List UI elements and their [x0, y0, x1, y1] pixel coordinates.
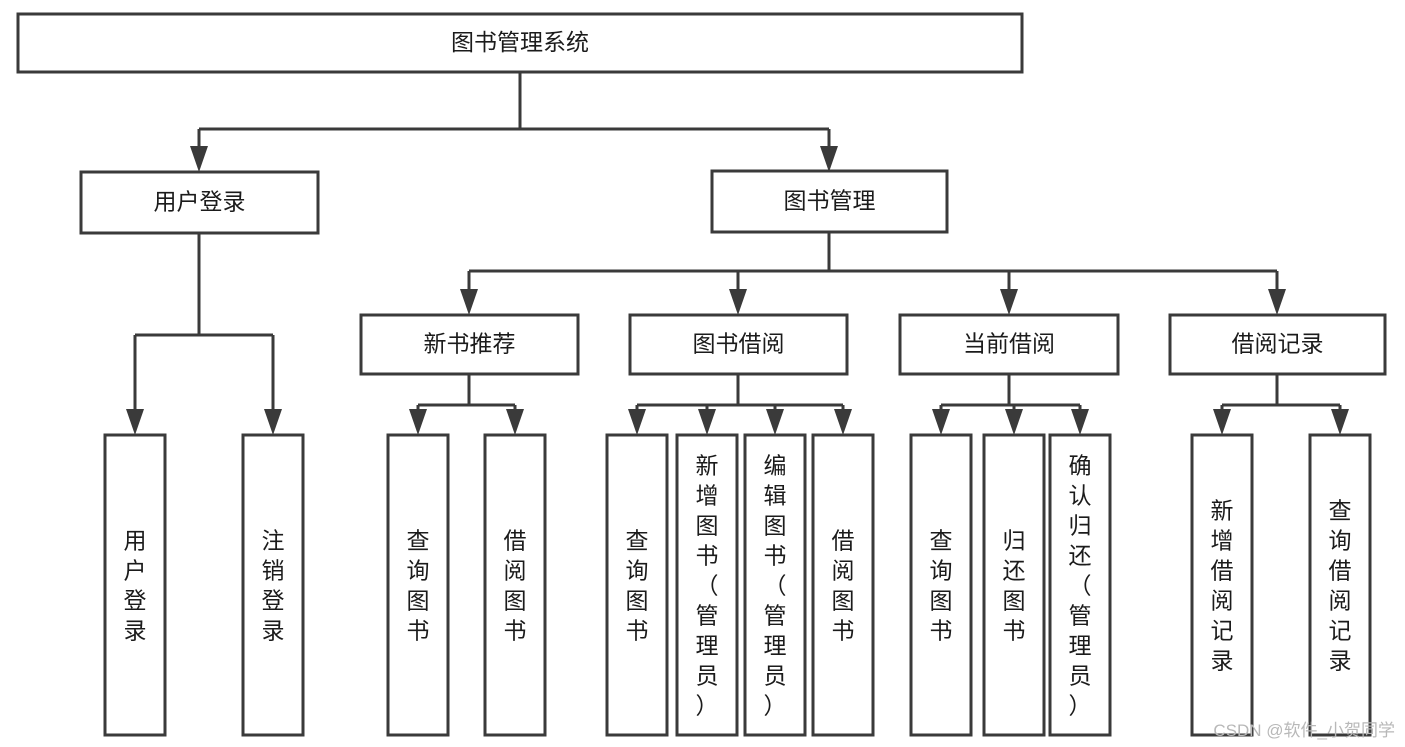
node-user-login[interactable]: 用户登录: [79, 170, 320, 235]
node-book-borrow[interactable]: 图书借阅: [628, 313, 849, 376]
node-root-system-label: 图书管理系统: [451, 29, 589, 55]
node-leaf-confirm-return-admin[interactable]: 确认归还（管理员）: [1048, 433, 1112, 737]
node-new-book-recommend[interactable]: 新书推荐: [359, 313, 580, 376]
node-leaf-confirm-return-admin-box[interactable]: [1048, 433, 1112, 737]
node-leaf-user-login[interactable]: 用户登录: [103, 433, 167, 737]
book-management-arrow-2: [1000, 289, 1018, 315]
node-leaf-borrow-books-rec[interactable]: 借阅图书: [483, 433, 547, 737]
node-leaf-query-books-rec-box[interactable]: [386, 433, 450, 737]
node-book-management-label: 图书管理: [784, 188, 876, 214]
nodes-layer: 图书管理系统用户登录图书管理新书推荐图书借阅当前借阅借阅记录用户登录注销登录查询…: [16, 12, 1387, 737]
node-leaf-borrow-books-bb[interactable]: 借阅图书: [811, 433, 875, 737]
node-leaf-add-borrow-record-label: 新增借阅记录: [1211, 497, 1234, 673]
book-management-arrow-0: [460, 289, 478, 315]
node-leaf-borrow-books-bb-label: 借阅图书: [832, 527, 855, 643]
borrow-record-arrow-1: [1331, 409, 1349, 435]
book-borrow-arrow-3: [834, 409, 852, 435]
user-login-arrow-1: [264, 409, 282, 435]
node-leaf-query-borrow-record-box[interactable]: [1308, 433, 1372, 737]
root-arrow-0: [190, 146, 208, 172]
node-book-borrow-label: 图书借阅: [693, 331, 785, 357]
node-leaf-add-book-admin[interactable]: 新增图书（管理员）: [675, 433, 739, 737]
node-leaf-return-books-box[interactable]: [982, 433, 1046, 737]
node-book-management-box[interactable]: [710, 169, 949, 234]
node-leaf-return-books-label: 归还图书: [1003, 527, 1026, 643]
node-current-borrow-label: 当前借阅: [963, 331, 1055, 357]
node-borrow-record[interactable]: 借阅记录: [1168, 313, 1387, 376]
node-borrow-record-box[interactable]: [1168, 313, 1387, 376]
node-root-system-box[interactable]: [16, 12, 1024, 74]
node-leaf-user-login-box[interactable]: [103, 433, 167, 737]
node-new-book-recommend-label: 新书推荐: [424, 331, 516, 357]
node-leaf-edit-book-admin-label: 编辑图书（管理员）: [764, 452, 787, 718]
book-borrow-arrow-1: [698, 409, 716, 435]
node-user-login-label: 用户登录: [154, 189, 246, 215]
current-borrow-arrow-2: [1071, 409, 1089, 435]
user-login-arrow-0: [126, 409, 144, 435]
current-borrow-arrow-0: [932, 409, 950, 435]
node-leaf-add-book-admin-label: 新增图书（管理员）: [696, 452, 719, 718]
current-borrow-arrow-1: [1005, 409, 1023, 435]
node-leaf-edit-book-admin-box[interactable]: [743, 433, 807, 737]
node-leaf-borrow-books-rec-label: 借阅图书: [504, 527, 527, 643]
node-leaf-query-books-bb-box[interactable]: [605, 433, 669, 737]
node-leaf-query-borrow-record-label: 查询借阅记录: [1329, 497, 1352, 673]
book-management-arrow-3: [1268, 289, 1286, 315]
node-leaf-edit-book-admin[interactable]: 编辑图书（管理员）: [743, 433, 807, 737]
node-leaf-confirm-return-admin-label: 确认归还（管理员）: [1069, 452, 1092, 718]
node-leaf-logout-login-box[interactable]: [241, 433, 305, 737]
node-current-borrow[interactable]: 当前借阅: [898, 313, 1120, 376]
book-management-arrow-1: [729, 289, 747, 315]
book-borrow-arrow-0: [628, 409, 646, 435]
node-new-book-recommend-box[interactable]: [359, 313, 580, 376]
node-leaf-query-books-rec[interactable]: 查询图书: [386, 433, 450, 737]
node-leaf-query-books-cb-label: 查询图书: [930, 527, 953, 643]
node-leaf-query-books-cb[interactable]: 查询图书: [909, 433, 973, 737]
node-leaf-query-borrow-record[interactable]: 查询借阅记录: [1308, 433, 1372, 737]
node-leaf-add-borrow-record[interactable]: 新增借阅记录: [1190, 433, 1254, 737]
node-user-login-box[interactable]: [79, 170, 320, 235]
book-borrow-arrow-2: [766, 409, 784, 435]
root-arrow-1: [820, 146, 838, 172]
connectors-layer: [126, 72, 1349, 435]
node-book-borrow-box[interactable]: [628, 313, 849, 376]
new-book-recommend-arrow-1: [506, 409, 524, 435]
node-current-borrow-box[interactable]: [898, 313, 1120, 376]
node-leaf-query-books-bb[interactable]: 查询图书: [605, 433, 669, 737]
node-borrow-record-label: 借阅记录: [1232, 331, 1324, 357]
node-root-system[interactable]: 图书管理系统: [16, 12, 1024, 74]
node-leaf-user-login-label: 用户登录: [124, 527, 147, 643]
node-leaf-return-books[interactable]: 归还图书: [982, 433, 1046, 737]
node-leaf-add-book-admin-box[interactable]: [675, 433, 739, 737]
node-leaf-add-borrow-record-box[interactable]: [1190, 433, 1254, 737]
new-book-recommend-arrow-0: [409, 409, 427, 435]
borrow-record-arrow-0: [1213, 409, 1231, 435]
node-leaf-logout-login-label: 注销登录: [262, 527, 285, 643]
node-leaf-borrow-books-rec-box[interactable]: [483, 433, 547, 737]
node-leaf-query-books-cb-box[interactable]: [909, 433, 973, 737]
node-leaf-query-books-rec-label: 查询图书: [407, 527, 430, 643]
node-leaf-logout-login[interactable]: 注销登录: [241, 433, 305, 737]
node-leaf-borrow-books-bb-box[interactable]: [811, 433, 875, 737]
csdn-watermark: CSDN @软件_小贺同学: [1213, 721, 1395, 740]
node-book-management[interactable]: 图书管理: [710, 169, 949, 234]
node-leaf-query-books-bb-label: 查询图书: [626, 527, 649, 643]
